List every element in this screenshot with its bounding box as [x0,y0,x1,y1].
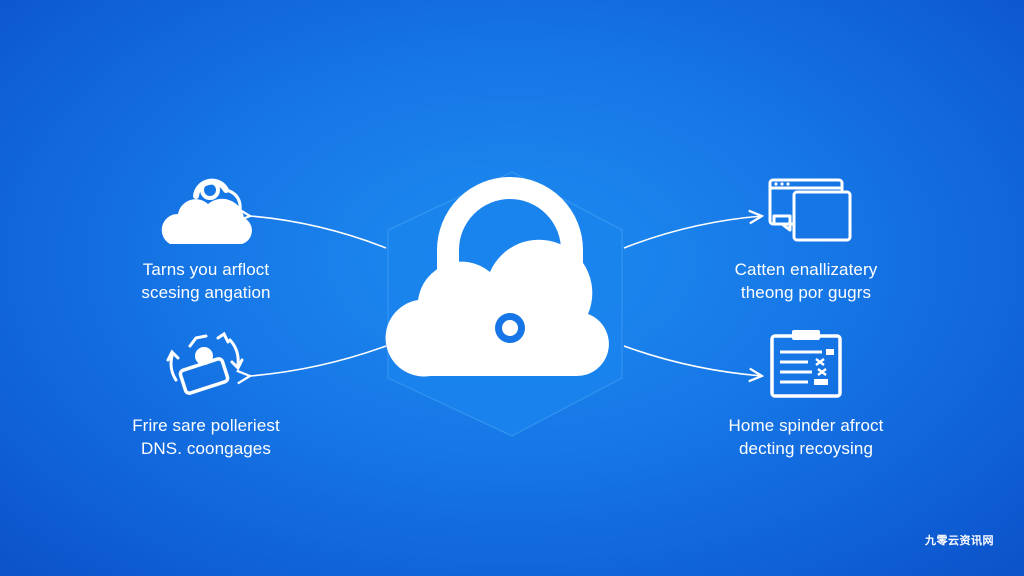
connector-bottom-left [250,345,387,376]
bottom-right-icon [768,328,844,400]
caption-top-right-line2: theong por gugrs [740,283,872,302]
top-left-icon [156,172,252,248]
cloud-lock-icon [161,178,252,244]
connector-bottom-right [623,345,762,376]
top-right-icon [766,176,856,246]
connector-top-right [623,216,762,249]
center-cloud-lock-icon [385,177,609,377]
bottom-left-icon [160,326,246,396]
browser-chat-icon [768,178,852,242]
sync-shield-icon [166,331,244,395]
caption-bottom-left-line1: Frire sare polleriest [132,416,280,435]
connector-top-left [250,216,387,249]
caption-top-right-line1: Catten enallizatery [734,260,878,279]
caption-top-left-line2: scesing angation [141,283,271,302]
caption-top-left: Tarns you arfloct scesing angation [96,258,316,304]
caption-bottom-left-line2: DNS. coongages [141,439,271,458]
caption-bottom-right-line1: Home spinder afroct [728,416,884,435]
clipboard-list-icon [770,330,842,398]
caption-bottom-right-line2: decting recoysing [739,439,873,458]
watermark-text: 九零云资讯网 [925,535,994,547]
caption-top-right: Catten enallizatery theong por gugrs [696,258,916,304]
caption-bottom-left: Frire sare polleriest DNS. coongages [96,414,316,460]
caption-bottom-right: Home spinder afroct decting recoysing [696,414,916,460]
caption-top-left-line1: Tarns you arfloct [142,260,270,279]
